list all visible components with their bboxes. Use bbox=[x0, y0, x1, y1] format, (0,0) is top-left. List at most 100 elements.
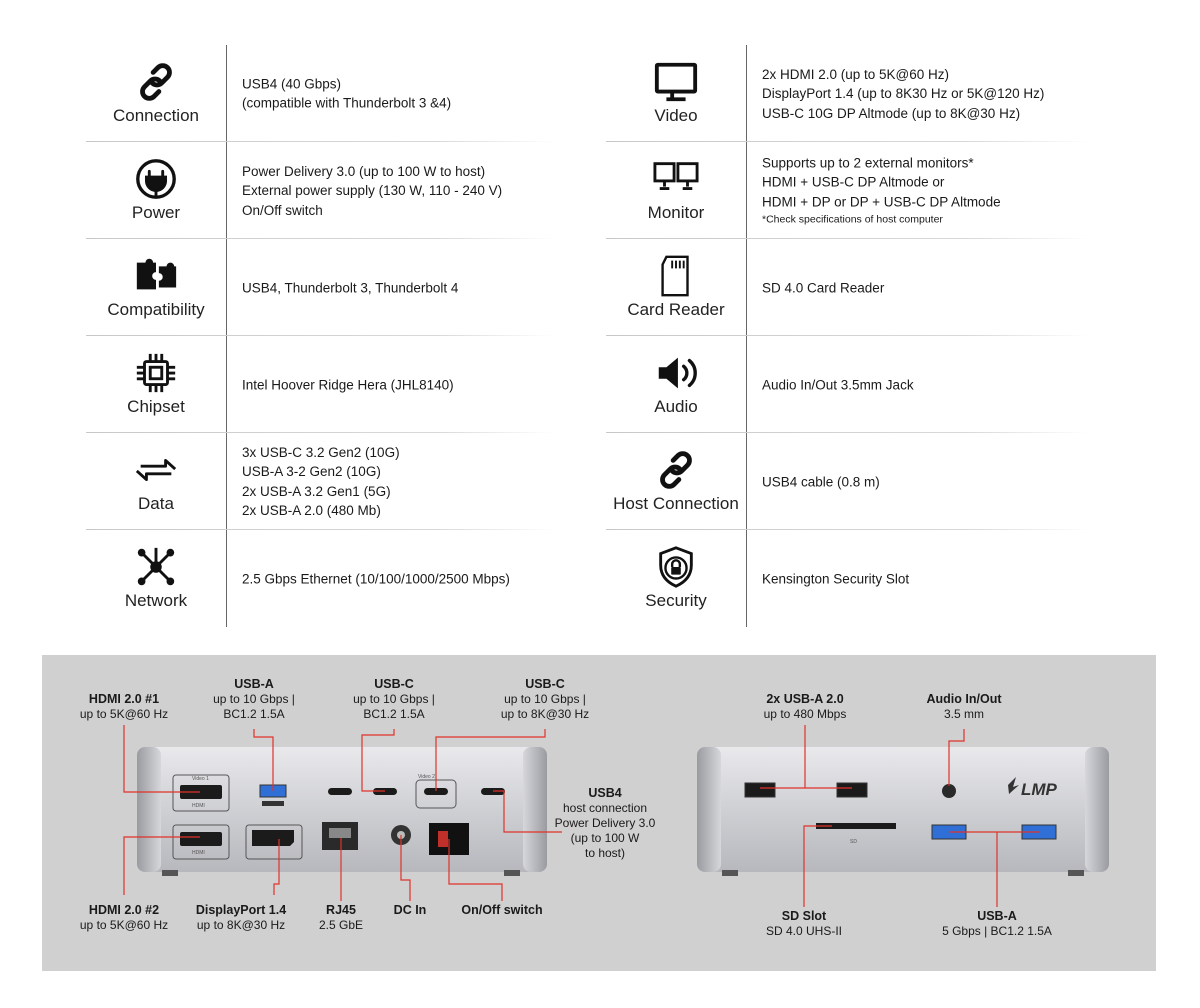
usbc1-port bbox=[328, 788, 352, 795]
spec-description: 2x HDMI 2.0 (up to 5K@60 Hz) DisplayPort … bbox=[762, 64, 1090, 123]
spec-line: 2x HDMI 2.0 (up to 5K@60 Hz) bbox=[762, 66, 950, 82]
spec-icon-cell: Audio bbox=[606, 336, 747, 433]
link-icon bbox=[133, 59, 179, 105]
spec-line: USB-A 3-2 Gen2 (10G) bbox=[242, 464, 381, 479]
callout-lines bbox=[123, 725, 1039, 907]
spec-line: Audio In/Out 3.5mm Jack bbox=[762, 376, 914, 392]
spec-category-label: Video bbox=[654, 106, 698, 125]
spec-description: 3x USB-C 3.2 Gen2 (10G) USB-A 3-2 Gen2 (1… bbox=[242, 443, 556, 521]
spec-category-label: Security bbox=[645, 591, 707, 610]
sd-slot bbox=[816, 823, 896, 829]
spec-line: HDMI + DP or DP + USB-C DP Altmode bbox=[762, 193, 1001, 209]
puzzle-icon bbox=[133, 253, 179, 299]
spec-footnote: *Check specifications of host computer bbox=[762, 213, 943, 226]
sd-card-icon bbox=[653, 253, 699, 299]
spec-line: 2x USB-A 2.0 (480 Mb) bbox=[242, 503, 381, 518]
spec-line: 2.5 Gbps Ethernet (10/100/1000/2500 Mbps… bbox=[242, 570, 510, 586]
spec-description: Supports up to 2 external monitors*HDMI … bbox=[762, 153, 1090, 229]
front-device bbox=[697, 747, 1109, 876]
spec-row-data: Data 3x USB-C 3.2 Gen2 (10G) USB-A 3-2 Gen… bbox=[86, 433, 556, 530]
link-icon bbox=[653, 447, 699, 493]
spec-icon-cell: Host Connection bbox=[606, 433, 747, 530]
usba20-port-2 bbox=[836, 782, 868, 798]
row-divider bbox=[606, 141, 1090, 142]
spec-description: 2.5 Gbps Ethernet (10/100/1000/2500 Mbps… bbox=[242, 569, 556, 589]
spec-category-label: Data bbox=[138, 494, 174, 513]
brand-text: LMP bbox=[1021, 780, 1058, 799]
dual-monitor-icon bbox=[653, 156, 699, 202]
label-onoff: On/Off switch bbox=[461, 903, 543, 917]
spec-row-video: Video 2x HDMI 2.0 (up to 5K@60 Hz) Display… bbox=[606, 45, 1090, 142]
rear-device bbox=[137, 747, 547, 876]
spec-table-right: Video 2x HDMI 2.0 (up to 5K@60 Hz) Display… bbox=[606, 45, 1090, 627]
arrows-exchange-icon bbox=[133, 447, 179, 493]
spec-row-monitor: Monitor Supports up to 2 external monitor… bbox=[606, 142, 1090, 239]
row-divider bbox=[606, 432, 1090, 433]
monitor-icon bbox=[653, 59, 699, 105]
device-markings: Video 1 Video 2 HDMI HDMI SD bbox=[192, 774, 857, 856]
spec-category-label: Compatibility bbox=[107, 300, 205, 319]
speaker-icon bbox=[653, 350, 699, 396]
row-divider bbox=[86, 238, 556, 239]
spec-category-label: Chipset bbox=[127, 397, 185, 416]
power-plug-icon bbox=[133, 156, 179, 202]
video1-mark: Video 1 bbox=[192, 776, 209, 782]
shield-lock-icon bbox=[653, 544, 699, 590]
spec-category-label: Monitor bbox=[647, 203, 705, 222]
spec-icon-cell: Data bbox=[86, 433, 227, 530]
spec-row-compatibility: Compatibility USB4, Thunderbolt 3, Thunde… bbox=[86, 239, 556, 336]
spec-category-label: Connection bbox=[112, 106, 199, 125]
spec-category-label: Network bbox=[124, 591, 188, 610]
row-divider bbox=[606, 529, 1090, 530]
row-divider bbox=[86, 335, 556, 336]
spec-description: USB4, Thunderbolt 3, Thunderbolt 4 bbox=[242, 278, 556, 298]
row-divider bbox=[86, 141, 556, 142]
spec-row-chipset: Chipset Intel Hoover Ridge Hera (JHL8140) bbox=[86, 336, 556, 433]
row-divider bbox=[86, 529, 556, 530]
spec-line: USB-C 10G DP Altmode (up to 8K@30 Hz) bbox=[762, 105, 1021, 121]
spec-icon-cell: Security bbox=[606, 530, 747, 627]
usba20-port-1 bbox=[744, 782, 776, 798]
spec-category-label: Host Connection bbox=[613, 494, 739, 513]
label-dc-in: DC In bbox=[393, 903, 427, 917]
network-icon bbox=[133, 544, 179, 590]
spec-line: External power supply (130 W, 110 - 240 … bbox=[242, 182, 503, 198]
spec-icon-cell: Power bbox=[86, 142, 227, 239]
spec-icon-cell: Video bbox=[606, 45, 747, 142]
spec-line: 3x USB-C 3.2 Gen2 (10G) bbox=[242, 444, 400, 460]
spec-line: Kensington Security Slot bbox=[762, 570, 910, 586]
spec-icon-cell: Chipset bbox=[86, 336, 227, 433]
spec-category-label: Power bbox=[131, 203, 181, 222]
spec-description: Intel Hoover Ridge Hera (JHL8140) bbox=[242, 375, 556, 395]
video2-mark: Video 2 bbox=[418, 774, 435, 780]
spec-line: Intel Hoover Ridge Hera (JHL8140) bbox=[242, 376, 454, 392]
spec-row-network: Network 2.5 Gbps Ethernet (10/100/1000/25… bbox=[86, 530, 556, 627]
spec-icon-cell: Card Reader bbox=[606, 239, 747, 336]
hdmi1-port bbox=[180, 785, 222, 799]
lmp-logo: LMP bbox=[1008, 777, 1058, 799]
hdmi-mark-1: HDMI bbox=[192, 803, 205, 809]
ports-illustration: Video 1 Video 2 HDMI HDMI SD LMP bbox=[123, 725, 1109, 907]
spec-line: 2x USB-A 3.2 Gen1 (5G) bbox=[242, 483, 391, 499]
spec-line: DisplayPort 1.4 (up to 8K30 Hz or 5K@120… bbox=[762, 85, 1045, 101]
spec-description: Audio In/Out 3.5mm Jack bbox=[762, 375, 1090, 395]
row-divider bbox=[86, 432, 556, 433]
spec-icon-cell: Network bbox=[86, 530, 227, 627]
hdmi2-port bbox=[180, 832, 222, 846]
row-divider bbox=[606, 238, 1090, 239]
displayport-port bbox=[252, 830, 294, 846]
